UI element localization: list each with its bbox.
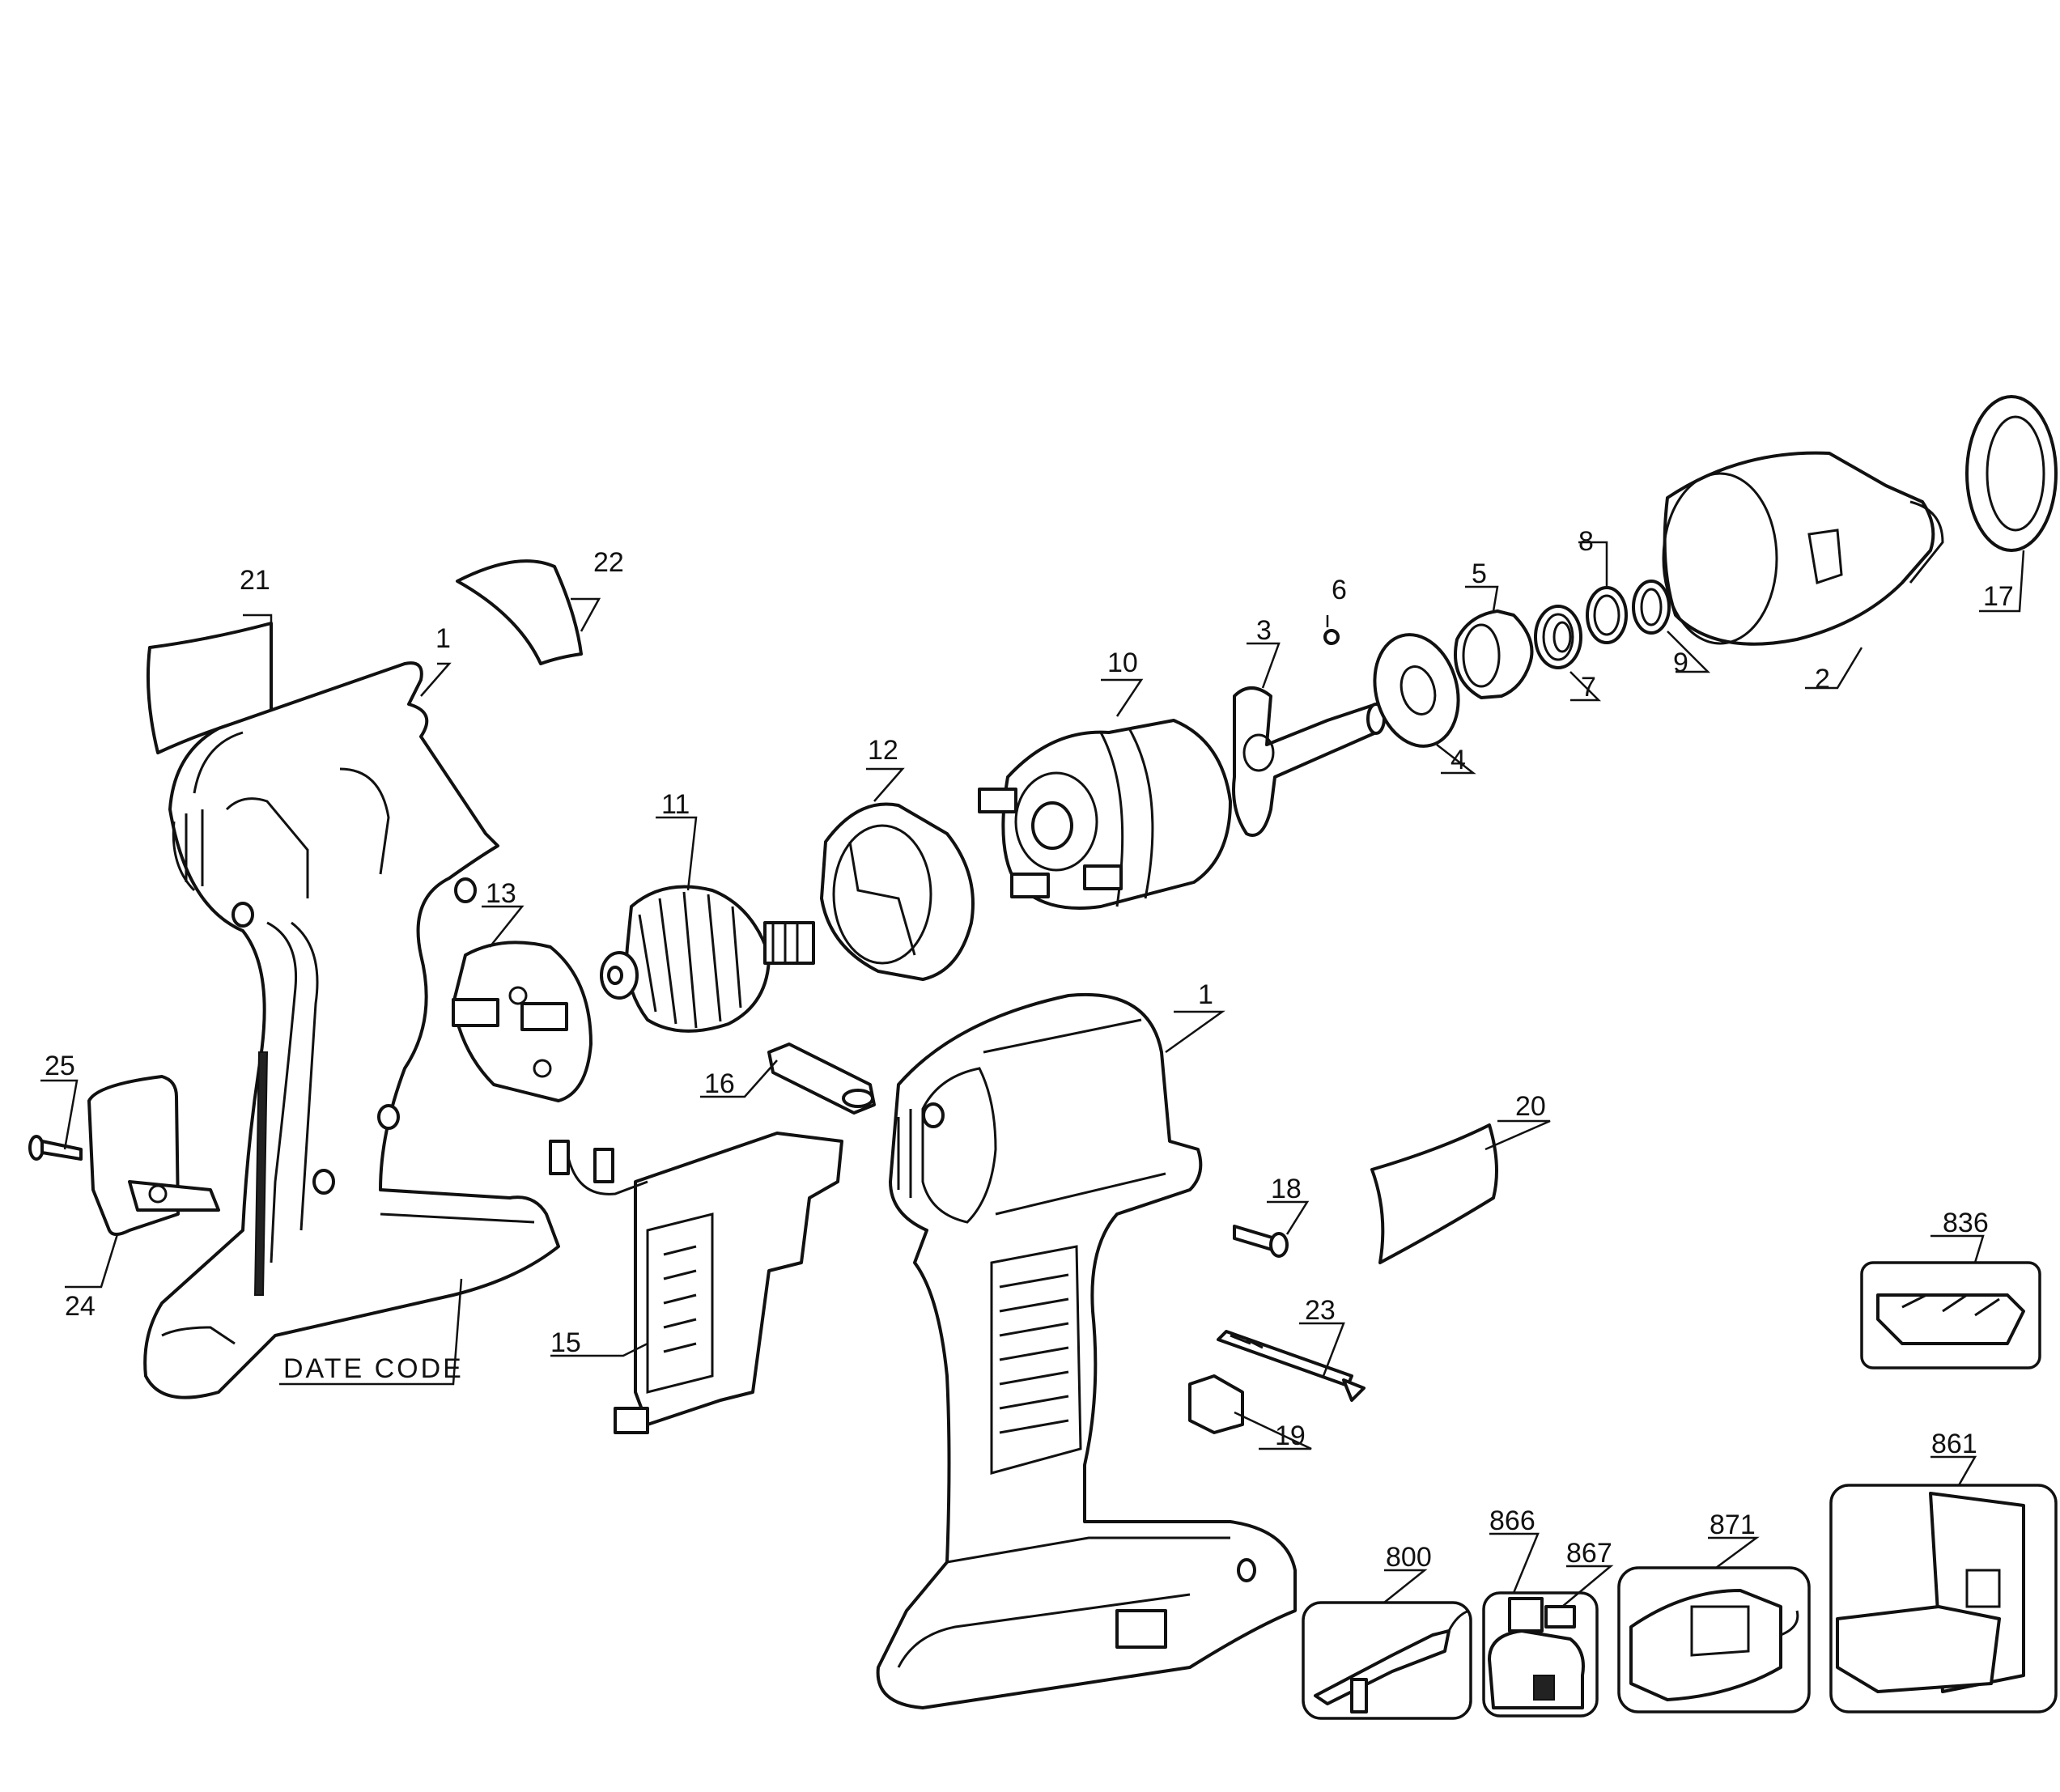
accessory-800-box xyxy=(1302,1601,1472,1720)
date-code-label: DATE CODE xyxy=(283,1353,464,1384)
callout-12: 12 xyxy=(868,735,898,766)
part-5-sleeve xyxy=(1454,609,1534,699)
accessory-871-box xyxy=(1617,1566,1811,1713)
callout-21: 21 xyxy=(240,565,270,596)
part-15-switch xyxy=(549,1132,843,1434)
callout-23: 23 xyxy=(1305,1295,1336,1326)
part-12-magnet-ring xyxy=(820,802,975,981)
callout-867: 867 xyxy=(1566,1538,1612,1569)
callout-11: 11 xyxy=(661,789,690,820)
callout-5: 5 xyxy=(1472,558,1487,589)
part-7-spring xyxy=(1534,605,1582,669)
part-17-boot xyxy=(1965,395,2058,552)
part-16-slider xyxy=(767,1043,876,1115)
part-13-brush-holder xyxy=(452,941,593,1102)
callout-25: 25 xyxy=(45,1051,75,1081)
callout-1-right: 1 xyxy=(1198,979,1213,1010)
leader-lines xyxy=(40,541,2025,1607)
callout-16: 16 xyxy=(704,1068,735,1099)
callout-4: 4 xyxy=(1450,745,1466,775)
part-18-screw xyxy=(1233,1225,1289,1258)
part-23-bit xyxy=(1217,1330,1366,1402)
callout-861: 861 xyxy=(1931,1429,1977,1459)
callout-labels: 21 22 1 12 10 3 6 5 8 7 9 2 17 4 11 13 1… xyxy=(45,526,2014,1573)
accessory-836-box xyxy=(1860,1261,2041,1369)
callout-7: 7 xyxy=(1581,672,1596,703)
callout-22: 22 xyxy=(593,547,624,578)
callout-6: 6 xyxy=(1332,575,1347,605)
callout-13: 13 xyxy=(486,878,516,909)
callout-24: 24 xyxy=(65,1291,96,1322)
accessory-866-box xyxy=(1482,1591,1599,1718)
part-6-ball xyxy=(1323,629,1340,645)
part-24-belt-clip xyxy=(87,1075,220,1236)
accessory-867-box xyxy=(1544,1605,1576,1629)
callout-19: 19 xyxy=(1275,1420,1306,1451)
part-1-housing-left xyxy=(143,661,560,1399)
callout-2: 2 xyxy=(1815,664,1830,694)
part-9-ring xyxy=(1632,580,1671,635)
callout-10: 10 xyxy=(1107,648,1138,678)
part-4-washer xyxy=(1373,633,1460,748)
callout-18: 18 xyxy=(1271,1174,1302,1204)
part-22-nameplate xyxy=(456,559,583,665)
callout-20: 20 xyxy=(1515,1091,1546,1122)
part-1-housing-assembled xyxy=(876,992,1297,1709)
callout-15: 15 xyxy=(550,1327,581,1358)
callout-836: 836 xyxy=(1943,1208,1989,1238)
callout-3: 3 xyxy=(1256,615,1272,646)
callout-866: 866 xyxy=(1489,1505,1535,1536)
part-2-nose-cover xyxy=(1662,451,1944,646)
callout-17: 17 xyxy=(1983,581,2014,612)
accessory-861-box xyxy=(1829,1484,2058,1713)
callout-9: 9 xyxy=(1673,648,1688,678)
part-8-ring xyxy=(1586,586,1628,644)
part-3-anvil xyxy=(1232,686,1386,837)
part-11-armature xyxy=(600,885,815,1033)
callout-871: 871 xyxy=(1710,1510,1756,1540)
callout-1-left: 1 xyxy=(435,623,451,654)
callout-8: 8 xyxy=(1578,526,1594,557)
part-20-label xyxy=(1370,1123,1498,1264)
part-10-gear-housing xyxy=(978,719,1232,910)
part-25-screw xyxy=(28,1135,83,1161)
callout-800: 800 xyxy=(1386,1542,1432,1573)
part-19-clip xyxy=(1188,1374,1244,1434)
